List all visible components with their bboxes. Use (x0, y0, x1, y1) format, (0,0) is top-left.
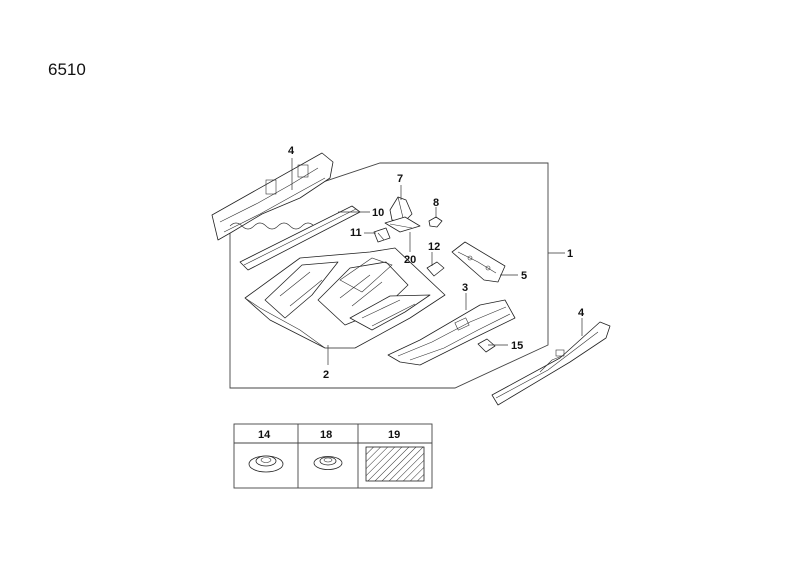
leader-lines (291, 158, 583, 365)
part-11-bracket (373, 227, 391, 243)
part-15-clip (477, 338, 496, 353)
legend-header-18: 18 (320, 429, 332, 441)
part-7-bracket (389, 196, 413, 223)
callout-5: 5 (521, 270, 527, 282)
plug-14-icon (248, 455, 284, 473)
legend-header-19: 19 (388, 429, 400, 441)
part-5-reinforcement (451, 241, 506, 283)
part-8-clip (428, 216, 443, 228)
callout-10: 10 (372, 207, 384, 219)
part-3-floor-rail (387, 299, 516, 366)
callout-15: 15 (511, 340, 523, 352)
legend-header-14: 14 (258, 429, 271, 441)
part-20-bracket (384, 216, 421, 233)
part-12-bracket (426, 261, 445, 277)
callout-3: 3 (462, 282, 468, 294)
callout-4-lower: 4 (578, 307, 585, 319)
callout-1: 1 (567, 248, 573, 260)
pad-19-icon (365, 446, 425, 482)
callout-8: 8 (433, 197, 439, 209)
legend-table: 14 18 19 (233, 423, 433, 489)
callouts: 4 10 7 8 11 12 20 1 5 3 15 2 4 (288, 145, 585, 381)
part-4-right-sill (491, 321, 611, 406)
callout-11: 11 (350, 227, 362, 239)
callout-12: 12 (428, 241, 440, 253)
callout-20: 20 (404, 254, 416, 266)
callout-2: 2 (323, 369, 329, 381)
callout-4-upper: 4 (288, 145, 295, 157)
legend-border (233, 423, 433, 489)
diagram-code: 6510 (48, 60, 86, 79)
part-4-left-sill (211, 152, 334, 241)
part-2-floor-pan (244, 247, 446, 349)
callout-7: 7 (397, 173, 403, 185)
grommet-18-icon (313, 456, 343, 470)
assembly-frame (229, 162, 549, 389)
